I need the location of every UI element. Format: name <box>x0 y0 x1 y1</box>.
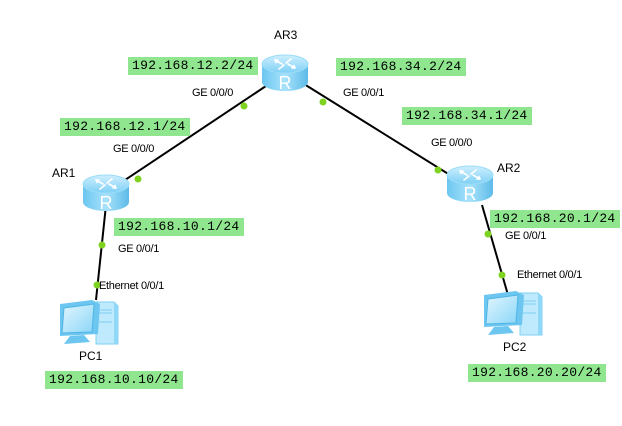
port-dot-pc2-eth <box>498 271 506 279</box>
link-ar1-ar3[interactable] <box>109 73 285 191</box>
device-name-pc2: PC2 <box>503 340 527 354</box>
ip-label-pc2: 192.168.20.20/24 <box>468 364 606 382</box>
interface-label-ar3-g000: GE 0/0/0 <box>192 87 234 99</box>
router-icon-ar1[interactable] <box>82 174 130 214</box>
router-icon-ar2[interactable] <box>446 165 494 205</box>
port-dot-ar2-g001 <box>484 230 492 238</box>
interface-label-pc2-eth: Ethernet 0/0/1 <box>517 269 582 281</box>
port-dot-ar2-g000 <box>434 166 442 174</box>
port-dot-ar3-g000 <box>240 102 248 110</box>
interface-label-ar2-g000: GE 0/0/0 <box>431 137 473 149</box>
port-dot-pc1-eth <box>93 281 101 289</box>
port-dot-ar1-g000 <box>134 175 142 183</box>
link-ar2-pc2[interactable] <box>481 204 509 296</box>
ip-label-pc1: 192.168.10.10/24 <box>45 371 183 389</box>
link-ar3-ar2[interactable] <box>287 73 467 186</box>
port-dots <box>93 98 506 289</box>
router-icon-ar3[interactable] <box>261 54 309 94</box>
device-name-pc1: PC1 <box>79 349 103 363</box>
port-dot-ar3-g001 <box>319 98 327 106</box>
interface-label-pc1-eth: Ethernet 0/0/1 <box>99 280 164 292</box>
port-dot-ar1-g001 <box>98 241 106 249</box>
links <box>95 73 509 301</box>
pc-icon-pc1[interactable] <box>59 299 119 345</box>
pc-icon-pc2[interactable] <box>483 290 543 336</box>
ip-label-ar2-g001: 192.168.20.1/24 <box>490 210 620 228</box>
device-name-ar2: AR2 <box>497 161 521 175</box>
ip-label-ar2-g000: 192.168.34.1/24 <box>402 107 532 125</box>
ip-label-ar3-g001: 192.168.34.2/24 <box>336 58 466 76</box>
interface-label-ar1-g001: GE 0/0/1 <box>118 243 160 255</box>
interface-label-ar1-g000: GE 0/0/0 <box>113 143 155 155</box>
interface-label-ar2-g001: GE 0/0/1 <box>505 230 547 242</box>
device-name-ar1: AR1 <box>52 166 76 180</box>
device-name-ar3: AR3 <box>274 28 298 42</box>
interface-label-ar3-g001: GE 0/0/1 <box>343 87 385 99</box>
ip-label-ar1-g000: 192.168.12.1/24 <box>60 118 190 136</box>
ip-label-ar1-g001: 192.168.10.1/24 <box>114 218 244 236</box>
ip-label-ar3-g000: 192.168.12.2/24 <box>128 57 258 75</box>
